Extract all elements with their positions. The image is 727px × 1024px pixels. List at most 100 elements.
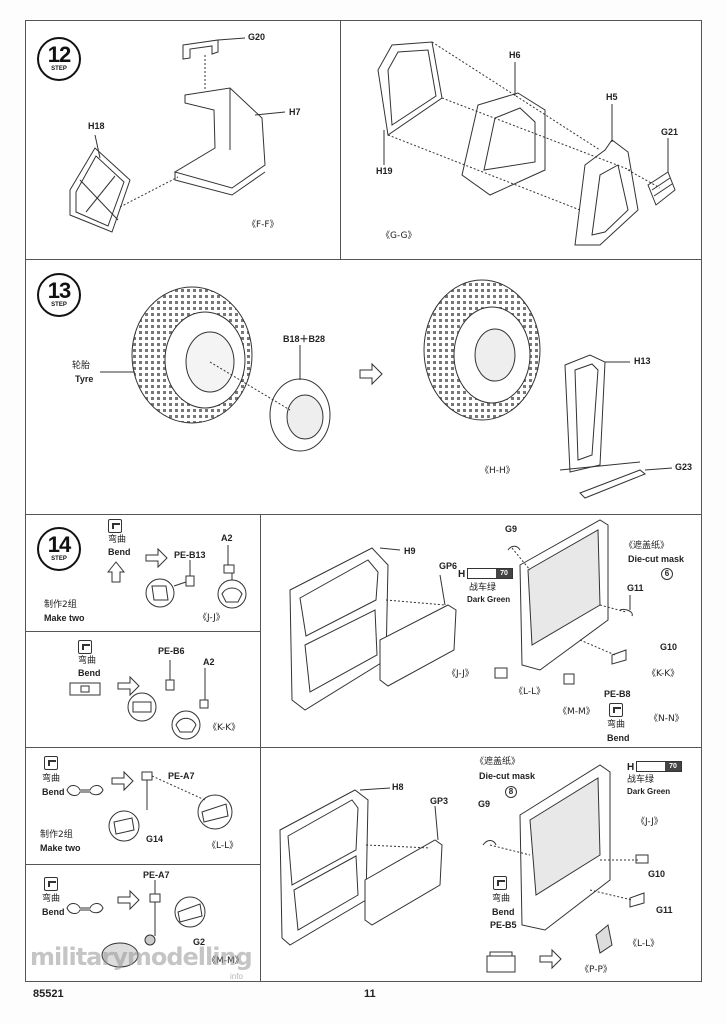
make-two-en-label: Make two xyxy=(40,843,81,853)
color-cn-label: 战车绿 xyxy=(627,775,655,785)
tyre-en-label: Tyre xyxy=(75,374,94,384)
step13-badge: 13 STEP xyxy=(37,273,81,317)
step14-badge: 14 STEP xyxy=(37,527,81,571)
view-ll-label: 《L-L》 xyxy=(207,841,239,851)
pe-b8-label: PE-B8 xyxy=(604,689,631,699)
part-gp3-label: GP3 xyxy=(430,796,449,806)
view-ll-label: 《L-L》 xyxy=(628,939,660,949)
bend-en-label: Bend xyxy=(607,733,630,743)
view-mm-label: 《M-M》 xyxy=(207,956,244,966)
pe-b13-label: PE-B13 xyxy=(174,550,206,560)
part-h9-label: H9 xyxy=(404,546,416,556)
part-g9-label: G9 xyxy=(478,799,491,809)
mask-cn-label: 《遮盖纸》 xyxy=(475,757,521,767)
color-cn-label: 战车绿 xyxy=(469,583,497,593)
part-h7-label: H7 xyxy=(289,107,301,117)
view-ll-label: 《L-L》 xyxy=(514,687,546,697)
view-hh-label: 《H-H》 xyxy=(480,466,515,476)
pe-a7-label: PE-A7 xyxy=(143,870,170,880)
mask-cn-label: 《遮盖纸》 xyxy=(624,541,670,551)
bend-icon xyxy=(44,756,58,770)
rim-label: B18＋B28 xyxy=(283,334,326,344)
view-ff-label: 《F-F》 xyxy=(247,220,279,230)
step-word: STEP xyxy=(51,556,67,562)
step13-panel xyxy=(25,259,702,515)
mask-number: 8 xyxy=(505,786,517,798)
part-g9-label: G9 xyxy=(505,524,518,534)
view-mm-label: 《M-M》 xyxy=(558,707,595,717)
part-g2-label: G2 xyxy=(193,937,206,947)
part-g11-label: G11 xyxy=(656,905,673,915)
part-h13-label: H13 xyxy=(634,356,651,366)
view-pp-label: 《P-P》 xyxy=(580,965,612,975)
bend-en-label: Bend xyxy=(42,907,65,917)
step12-badge: 12 STEP xyxy=(37,37,81,81)
color-swatch: H 70 xyxy=(627,761,682,773)
color-letter: H xyxy=(627,762,635,773)
view-kk-label: 《K-K》 xyxy=(647,669,680,679)
part-gp6-label: GP6 xyxy=(439,561,458,571)
color-en-label: Dark Green xyxy=(467,595,511,604)
view-nn-label: 《N-N》 xyxy=(649,714,684,724)
part-h19-label: H19 xyxy=(376,166,393,176)
tyre-cn-label: 轮胎 xyxy=(72,361,91,371)
part-h5-label: H5 xyxy=(606,92,618,102)
bend-en-label: Bend xyxy=(492,907,515,917)
pe-b5-label: PE-B5 xyxy=(490,920,517,930)
bend-en-label: Bend xyxy=(42,787,65,797)
part-g10-label: G10 xyxy=(660,642,678,652)
page-number: 11 xyxy=(364,988,376,1000)
view-jj-label: 《J-J》 xyxy=(198,613,225,623)
part-a2-label: A2 xyxy=(203,657,215,667)
view-jj-label: 《J-J》 xyxy=(447,669,474,679)
part-h6-label: H6 xyxy=(509,50,521,60)
step-number: 13 xyxy=(47,278,71,303)
make-two-en-label: Make two xyxy=(44,613,85,623)
mask-en-label: Die-cut mask xyxy=(628,554,685,564)
mask-en-label: Die-cut mask xyxy=(479,771,536,781)
bend-icon xyxy=(78,640,92,654)
make-two-cn-label: 制作2组 xyxy=(44,600,77,610)
watermark: militarymodelling xyxy=(30,943,253,971)
make-two-cn-label: 制作2组 xyxy=(40,830,73,840)
view-kk-label: 《K-K》 xyxy=(208,723,241,733)
step14-mm-panel xyxy=(25,864,261,982)
part-h18-label: H18 xyxy=(88,121,105,131)
bend-cn-label: 弯曲 xyxy=(42,894,61,904)
bend-cn-label: 弯曲 xyxy=(607,720,626,730)
part-g10-label: G10 xyxy=(648,869,666,879)
step14-jj-panel xyxy=(25,514,261,632)
color-number: 70 xyxy=(665,762,681,771)
part-h8-label: H8 xyxy=(392,782,404,792)
watermark-sub: info xyxy=(230,972,243,981)
part-g20-label: G20 xyxy=(248,32,266,42)
color-en-label: Dark Green xyxy=(627,787,671,796)
part-a2-label: A2 xyxy=(221,533,233,543)
kit-number: 85521 xyxy=(33,988,64,1000)
mask-number: 6 xyxy=(661,568,673,580)
bend-en-label: Bend xyxy=(108,547,131,557)
bend-cn-label: 弯曲 xyxy=(78,656,97,666)
view-jj-label: 《J-J》 xyxy=(636,817,663,827)
pe-b6-label: PE-B6 xyxy=(158,646,185,656)
part-g23-label: G23 xyxy=(675,462,693,472)
part-g11-label: G11 xyxy=(627,583,644,593)
color-swatch: H 70 xyxy=(458,568,513,580)
part-g14-label: G14 xyxy=(146,834,164,844)
part-g21-label: G21 xyxy=(661,127,679,137)
bend-icon xyxy=(108,519,122,533)
bend-icon xyxy=(609,703,623,717)
bend-icon xyxy=(44,877,58,891)
bend-en-label: Bend xyxy=(78,668,101,678)
bend-cn-label: 弯曲 xyxy=(42,774,61,784)
step-number: 14 xyxy=(47,532,71,557)
